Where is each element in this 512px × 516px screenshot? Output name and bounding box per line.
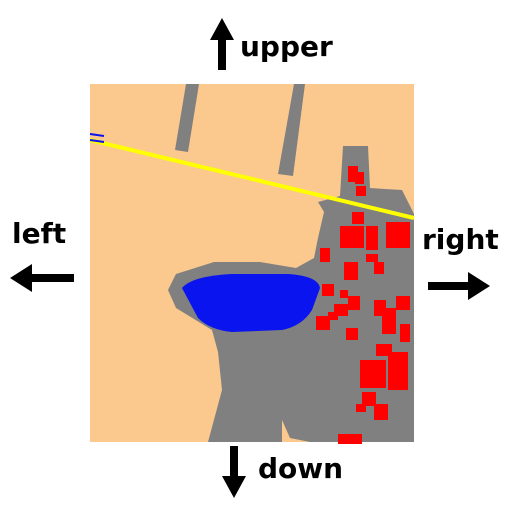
water-pond <box>182 274 320 332</box>
building <box>348 296 360 310</box>
arrow-down-icon <box>222 446 246 498</box>
down-label: down <box>258 452 344 485</box>
building <box>374 404 388 420</box>
gray-road-top-left <box>175 84 199 152</box>
right-label: right <box>422 223 499 256</box>
building <box>386 222 410 248</box>
blue-mark <box>89 133 105 137</box>
building <box>366 254 378 262</box>
main-road <box>89 138 415 220</box>
building <box>344 262 358 280</box>
building <box>340 290 348 298</box>
building <box>348 166 358 182</box>
building <box>382 308 396 334</box>
building <box>362 392 376 406</box>
building <box>328 312 338 320</box>
blue-mark <box>89 139 105 143</box>
arrow-right-icon <box>428 272 490 300</box>
arrow-left-icon <box>10 264 74 292</box>
building <box>388 352 408 390</box>
building <box>356 404 366 412</box>
building <box>356 186 366 196</box>
building <box>366 226 378 250</box>
upper-label: upper <box>240 30 333 63</box>
building <box>352 212 364 224</box>
building <box>322 284 334 296</box>
building <box>320 248 330 262</box>
building <box>355 172 364 184</box>
left-label: left <box>12 217 67 250</box>
buildings <box>316 166 410 444</box>
building <box>316 316 330 330</box>
building <box>374 262 384 274</box>
building <box>400 324 410 342</box>
gray-road-top-right <box>278 84 305 176</box>
building <box>346 328 358 340</box>
building <box>396 296 410 310</box>
building <box>338 434 362 444</box>
arrow-up-icon <box>210 18 234 70</box>
building <box>340 226 364 248</box>
building <box>360 360 386 388</box>
